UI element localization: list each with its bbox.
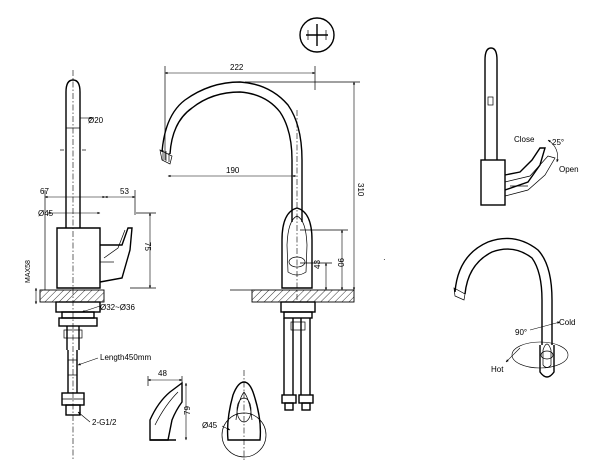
hose-length-label: Length450mm — [100, 353, 151, 362]
total-height-label: 310 — [356, 183, 365, 197]
front-view: 222 190 310 90 43 — [159, 63, 386, 411]
dim-53-label: 53 — [120, 187, 129, 196]
dot-mark: · — [383, 255, 386, 264]
spout-reach-label: 190 — [226, 166, 240, 175]
dim-75-label: 75 — [143, 242, 152, 251]
hose-thread-label: 2-G1/2 — [92, 418, 117, 427]
lever-width-label: 48 — [158, 369, 167, 378]
plus-in-circle-icon — [299, 17, 335, 53]
lever-operation-view: Close 25° Open — [480, 47, 579, 206]
hot-label: Hot — [491, 365, 504, 374]
top-view-diameter-label: Ø45 — [202, 421, 218, 430]
max-thickness-label: MAX58 — [25, 260, 32, 283]
lever-offset-label: 43 — [313, 260, 322, 269]
tube-diameter-label: Ø20 — [88, 116, 104, 125]
side-view: Ø20 67 53 Ø45 75 MAX58 Ø32~Ø36 — [25, 70, 156, 460]
cold-label: Cold — [559, 318, 575, 327]
open-label: Open — [559, 165, 579, 174]
rotation-view: Cold 90° Hot — [453, 237, 575, 378]
top-view: Ø45 — [202, 370, 267, 462]
lever-height-label: 79 — [183, 406, 192, 415]
angle-90-label: 90° — [515, 328, 527, 337]
body-height-label: 90 — [336, 258, 345, 267]
lever-detail: 48 79 — [147, 369, 192, 441]
close-label: Close — [514, 135, 535, 144]
base-diameter-label: Ø45 — [38, 209, 54, 218]
shank-diameters-label: Ø32~Ø36 — [100, 303, 135, 312]
spout-width-label: 222 — [230, 63, 244, 72]
